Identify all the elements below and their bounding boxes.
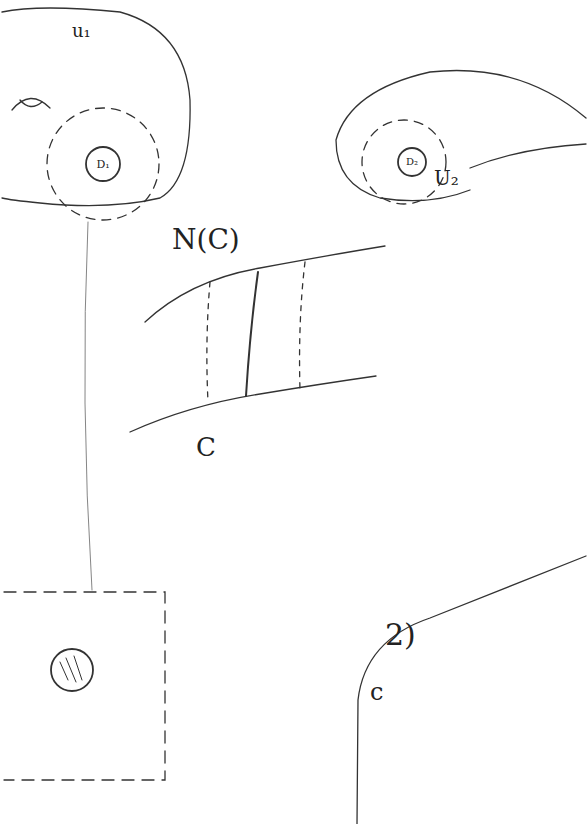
band-edge: [130, 376, 376, 432]
surface-edge: [470, 144, 586, 168]
neighborhood-dashed: [362, 120, 446, 204]
sketch-label: 2): [385, 620, 416, 650]
sketch-label: c: [370, 680, 383, 704]
band-edge: [145, 246, 385, 322]
surface-outline: [2, 8, 190, 206]
neighborhood-dashed: [207, 282, 210, 402]
sketch-label: U₂: [434, 168, 459, 188]
disk: [398, 148, 426, 176]
neighborhood-dashed: [300, 262, 305, 390]
curve-c: [246, 272, 258, 396]
sketch-label: u₁: [72, 22, 91, 40]
handle-hole: [12, 98, 50, 110]
hatching: [60, 656, 82, 682]
handle-hole: [20, 100, 42, 107]
sketch-label: D₂: [406, 157, 418, 167]
leader-line: [85, 222, 92, 590]
sketch-label: C: [196, 434, 216, 460]
neighborhood-dashed: [47, 108, 159, 220]
surface-outline: [336, 70, 586, 200]
neighborhood-dashed: [4, 592, 165, 780]
page-edge: [357, 556, 586, 824]
sketch-label: N(C): [172, 226, 240, 254]
disk: [51, 649, 93, 691]
disk: [86, 147, 120, 181]
sketch-label: D₁: [96, 159, 109, 170]
